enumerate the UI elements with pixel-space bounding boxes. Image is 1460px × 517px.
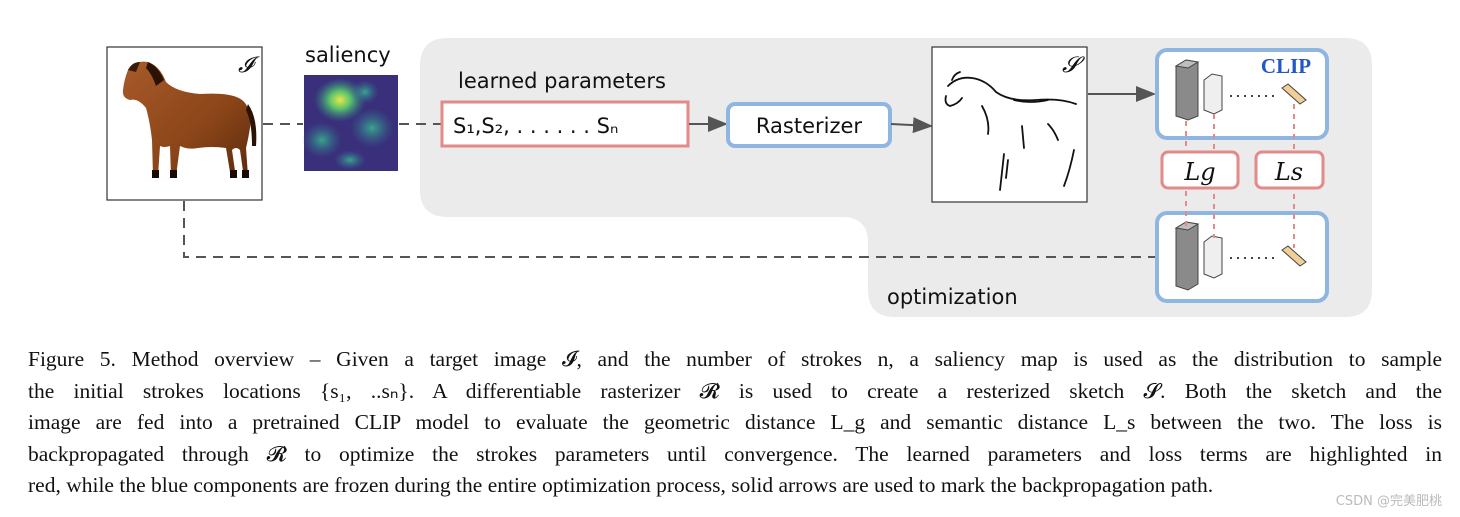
caption-line-2: the initial strokes locations {s₁, ..sₙ}… [28, 378, 1442, 403]
figure-caption: Figure 5. Method overview – Given a targ… [28, 344, 1442, 502]
saliency-map [302, 75, 398, 171]
sketch-image: 𝓢 [931, 46, 1088, 203]
caption-line-4: backpropagated through 𝓡 to optimize the… [28, 441, 1442, 466]
caption-line-5: red, while the blue components are froze… [28, 473, 1214, 497]
watermark: CSDN @完美肥桃 [1335, 494, 1442, 509]
arrow-rasterizer-to-sketch [890, 117, 933, 134]
rasterizer-box [726, 102, 892, 148]
strokes-parameters-text: S₁,S₂, . . . . . . Sₙ [453, 114, 618, 138]
saliency-label: saliency [305, 43, 391, 67]
horse-sketch-strokes [944, 71, 1077, 191]
clip-encoder-top: CLIP [1155, 48, 1329, 140]
rasterizer-label: Rasterizer [756, 114, 863, 138]
dashed-image-to-clip [183, 201, 1166, 258]
clip-encoder-bottom [1155, 211, 1329, 303]
strokes-parameters-box [440, 100, 690, 148]
loss-semantic-label: Ls [1274, 158, 1303, 186]
optimization-label: optimization [887, 285, 1018, 309]
clip-label: CLIP [1261, 54, 1311, 78]
caption-line-3: image are fed into a pretrained CLIP mod… [28, 410, 1442, 434]
loss-geometric-box [1160, 150, 1240, 190]
horse-photo [122, 61, 257, 178]
input-image: 𝓘 [106, 46, 263, 201]
caption-line-1: Figure 5. Method overview – Given a targ… [28, 347, 1442, 371]
loss-semantic-box [1254, 150, 1325, 190]
loss-geometric-label: Lg [1183, 158, 1215, 186]
learned-parameters-label: learned parameters [458, 69, 666, 93]
method-overview-diagram: 𝓘 saliency learned parameters S₁,S₂, . .… [106, 38, 1372, 317]
